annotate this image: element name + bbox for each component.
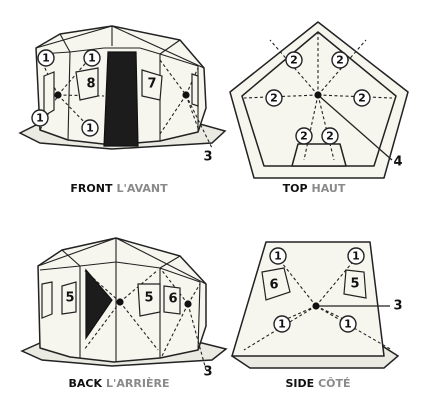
top-badge-2-label: 2	[270, 92, 278, 105]
side-badge-1-label: 1	[352, 250, 360, 263]
back-hub-center	[116, 298, 124, 306]
side-caption-en: SIDE	[285, 377, 314, 390]
front-badge-1-label: 1	[88, 52, 96, 65]
side-window-5-label: 5	[350, 277, 359, 292]
side-badge-1-label: 1	[274, 250, 282, 263]
top-hub-center	[314, 91, 322, 99]
top-badge-2-label: 2	[326, 130, 334, 143]
top-view: 2 2 2 2 2 2 4 TOP HAUT	[229, 21, 409, 195]
front-window-7-label: 7	[147, 77, 156, 92]
top-badge-2-label: 2	[358, 92, 366, 105]
front-badge-1-label: 1	[86, 122, 94, 135]
front-caption-fr: L'AVANT	[116, 182, 168, 195]
front-badge-1	[37, 49, 55, 67]
top-leader-4	[317, 94, 393, 161]
top-badge-2	[353, 89, 371, 107]
back-window-5-right	[137, 283, 161, 317]
front-badge-1	[83, 49, 101, 67]
top-badge-2	[295, 127, 313, 145]
side-window-6	[261, 267, 291, 301]
top-badge-2-label: 2	[300, 130, 308, 143]
side-view: 6 5 1 1 1 1 3 SIDE CÔTÉ	[230, 241, 403, 390]
back-window-5-label: 5	[65, 291, 74, 306]
side-hub-center	[312, 302, 320, 310]
back-window-6	[163, 285, 181, 315]
top-badge-2	[331, 51, 349, 69]
front-window-right	[191, 73, 199, 107]
top-badge-2-label: 2	[290, 54, 298, 67]
top-badge-2	[285, 51, 303, 69]
side-badge-1-label: 1	[278, 318, 286, 331]
side-badge-1	[269, 247, 287, 265]
top-callout-4: 4	[393, 155, 402, 170]
front-badge-1-label: 1	[36, 112, 44, 125]
top-badge-2	[321, 127, 339, 145]
top-badge-2-label: 2	[336, 54, 344, 67]
back-window-left-edge	[41, 281, 53, 319]
back-seam	[61, 238, 181, 269]
side-window-6-label: 6	[269, 278, 278, 293]
front-badge-1-label: 1	[42, 52, 50, 65]
front-window-8	[75, 67, 99, 101]
back-panel-lines	[39, 261, 201, 362]
front-panel-lines	[39, 47, 199, 141]
side-window-5	[343, 269, 367, 299]
side-caption: SIDE CÔTÉ	[285, 377, 350, 390]
front-door	[103, 51, 139, 147]
back-caption-en: BACK	[69, 377, 103, 390]
top-floor-bump	[291, 143, 347, 167]
front-seam	[59, 26, 181, 55]
top-caption: TOP HAUT	[283, 182, 346, 195]
front-badge-1	[31, 109, 49, 127]
front-window-left	[43, 71, 55, 118]
top-caption-en: TOP	[283, 182, 308, 195]
front-badge-1	[81, 119, 99, 137]
side-badge-1	[339, 315, 357, 333]
side-badge-1	[347, 247, 365, 265]
front-hub-left	[54, 91, 62, 99]
top-badge-2	[265, 89, 283, 107]
back-hub-right	[184, 300, 192, 308]
side-badge-1	[273, 315, 291, 333]
back-window-5-label: 5	[144, 291, 153, 306]
back-callout-3: 3	[203, 365, 212, 380]
front-callout-3: 3	[203, 150, 212, 165]
front-hub-right	[182, 91, 190, 99]
side-callout-3: 3	[393, 299, 402, 314]
side-caption-fr: CÔTÉ	[318, 377, 350, 390]
back-door	[85, 268, 113, 340]
top-caption-fr: HAUT	[312, 182, 346, 195]
back-window-5-left	[61, 281, 77, 315]
back-window-6-label: 6	[168, 292, 177, 307]
front-window-7	[141, 69, 163, 101]
front-caption-en: FRONT	[70, 182, 113, 195]
top-spokes	[243, 32, 393, 161]
back-caption-fr: L'ARRIÈRE	[106, 377, 169, 390]
side-badge-1-label: 1	[344, 318, 352, 331]
front-window-8-label: 8	[86, 77, 95, 92]
